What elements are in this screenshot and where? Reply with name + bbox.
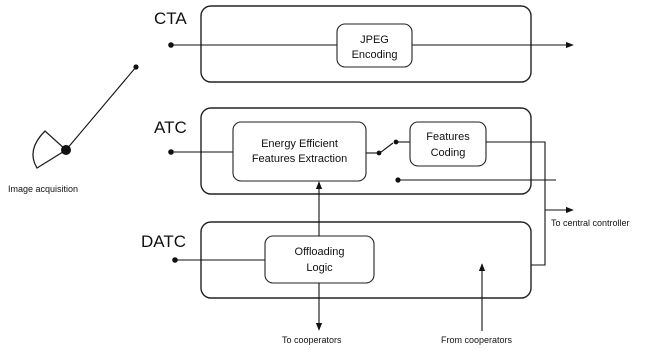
datc-label: DATC	[141, 232, 186, 251]
cta-input-dot	[168, 42, 174, 48]
features-extraction-line-2: Features Extraction	[252, 153, 347, 165]
datc-panel: Offloading Logic	[172, 221, 532, 299]
atc-input-dot	[168, 149, 174, 155]
features-coding-line-1: Features	[426, 131, 470, 143]
atc-panel: Energy Efficient Features Extraction Fea…	[168, 107, 556, 195]
offloading-logic-line-2: Logic	[306, 262, 333, 274]
switch-line	[380, 142, 394, 153]
camera-icon	[32, 64, 139, 169]
features-extraction-line-1: Energy Efficient	[261, 138, 338, 150]
features-extraction-block	[232, 121, 367, 182]
features-coding-block	[409, 121, 487, 167]
from-cooperators-label: From cooperators	[441, 335, 513, 345]
offloading-logic-block	[264, 235, 375, 284]
to-cooperators-label: To cooperators	[282, 335, 342, 345]
cta-panel: JPEG Encoding	[168, 5, 574, 83]
central-controller-label: To central controller	[551, 218, 630, 228]
atc-label: ATC	[154, 118, 187, 137]
datc-input-dot	[172, 257, 178, 263]
features-coding-line-2: Coding	[431, 147, 466, 159]
jpeg-encoding-line-1: JPEG	[360, 34, 389, 46]
jpeg-encoding-line-2: Encoding	[352, 49, 398, 61]
jpeg-encoding-block	[336, 23, 413, 68]
image-acquisition-label: Image acquisition	[8, 184, 78, 194]
cta-label: CTA	[154, 9, 187, 28]
offloading-logic-line-1: Offloading	[295, 246, 345, 258]
